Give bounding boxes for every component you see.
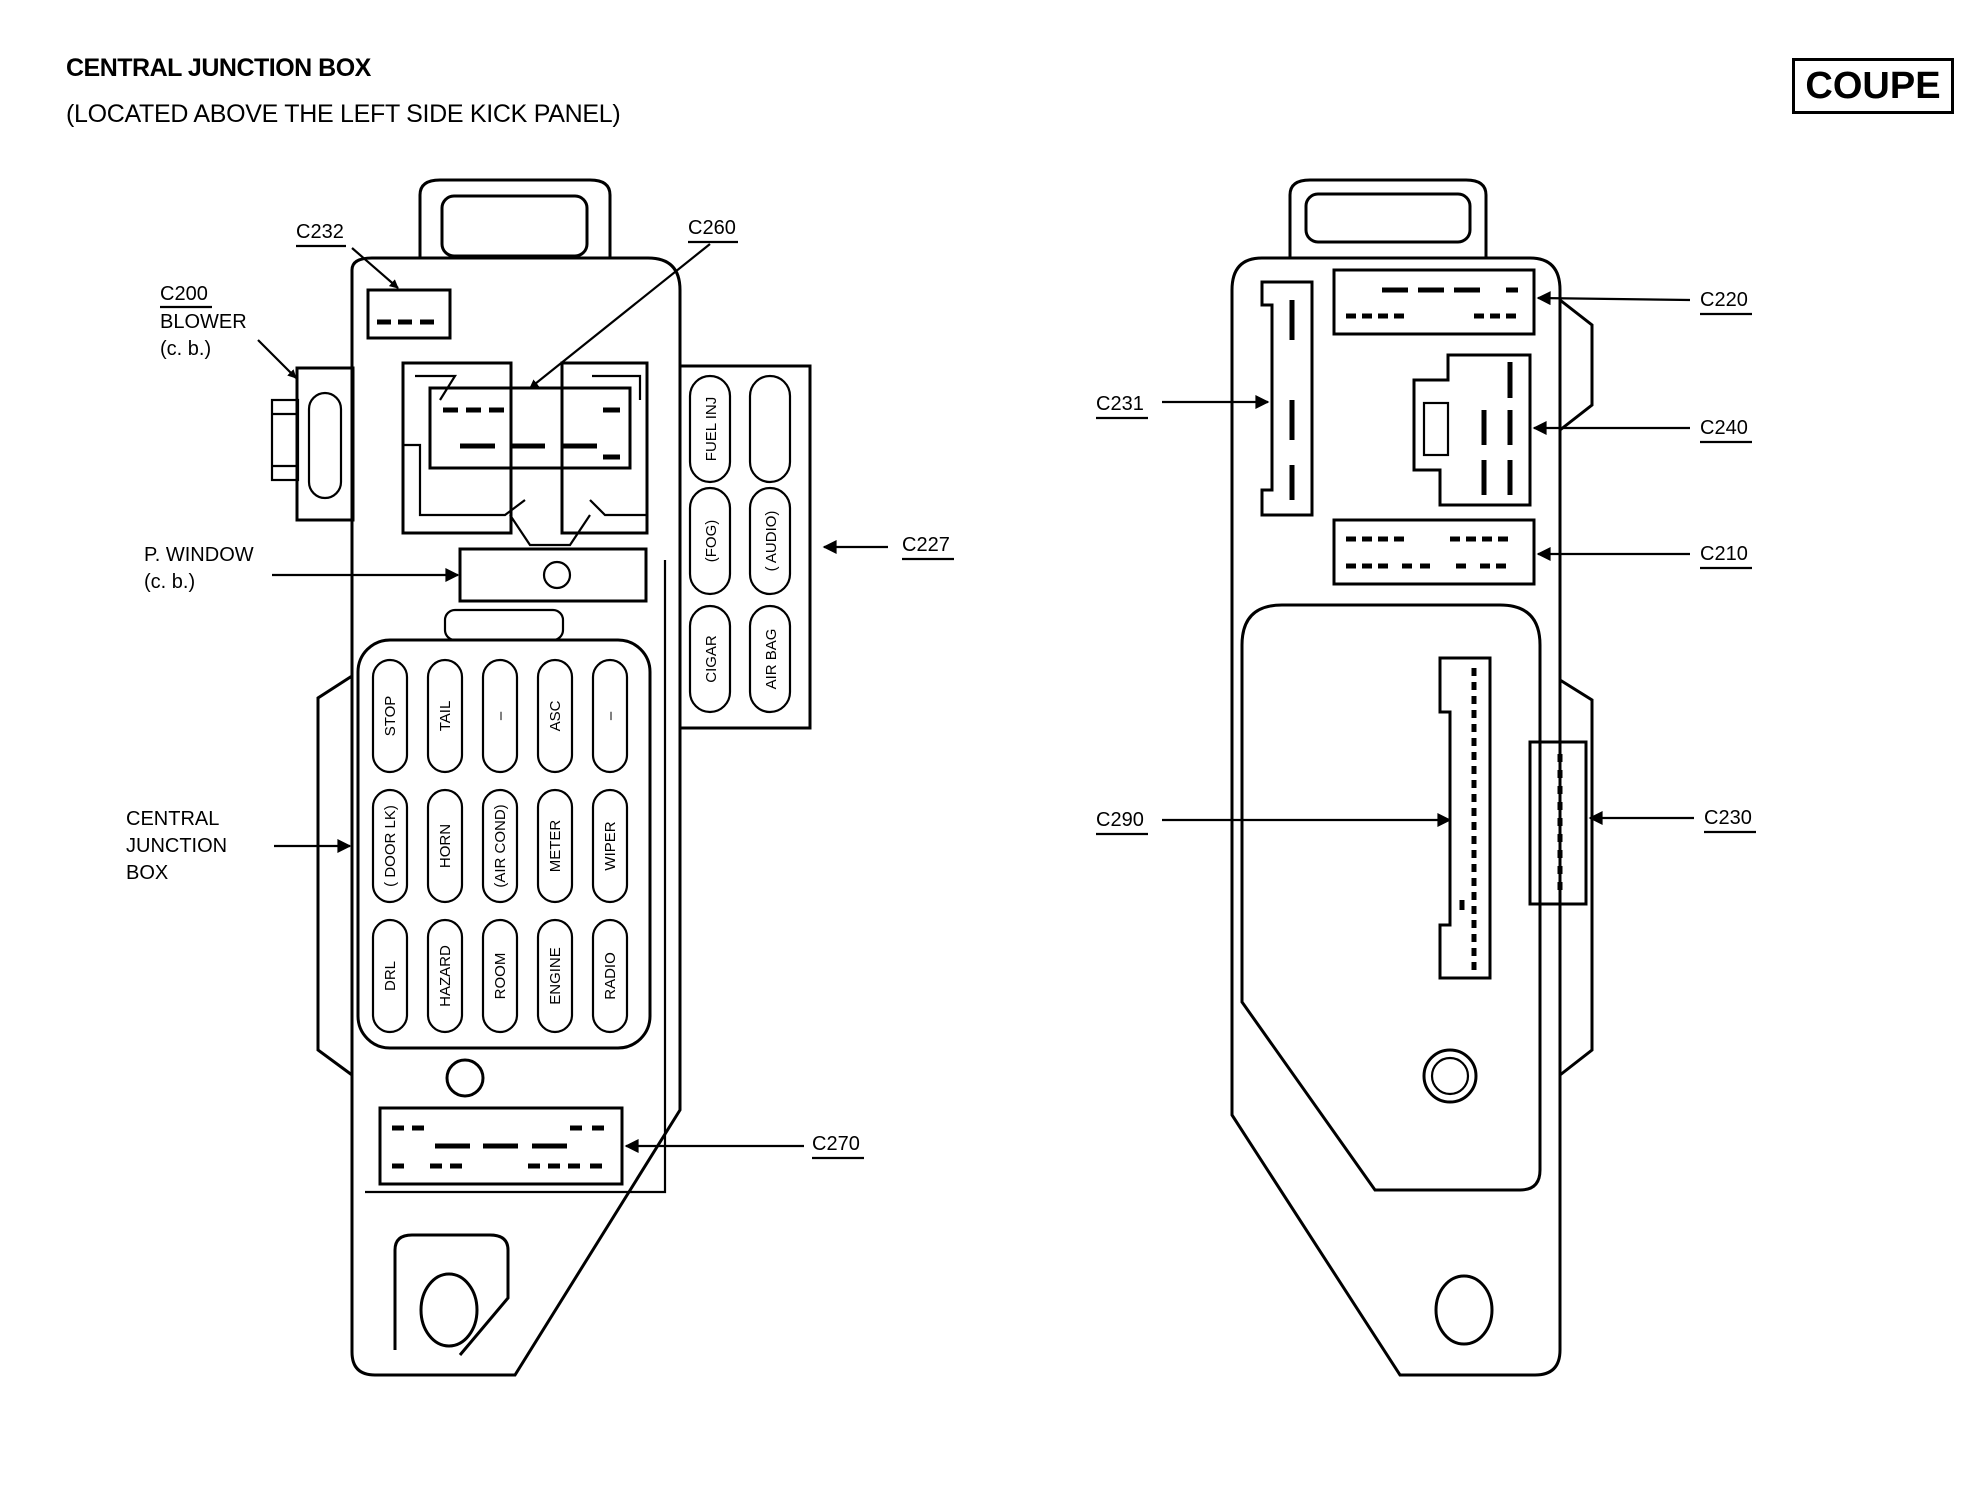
c231-connector [1260,280,1314,517]
svg-text:ASC: ASC [547,700,564,731]
svg-text:TAIL: TAIL [437,701,454,732]
rear-top-tab [1288,178,1488,258]
rear-main-body [1230,256,1562,1377]
svg-text:( DOOR LK): ( DOOR LK) [382,805,399,887]
main-fuse-block [356,638,652,1050]
c230-connector [1528,740,1588,906]
side-fuse-4: ( AUDIO) [763,511,780,572]
svg-text:RADIO: RADIO [602,952,619,1000]
page-title: CENTRAL JUNCTION BOX [66,54,371,82]
c290-pins [1459,668,1477,970]
pwindow-breaker [458,547,648,603]
svg-text:(AIR COND): (AIR COND) [492,804,509,887]
svg-text:ROOM: ROOM [492,953,509,1000]
label-pwindow-cb: (c. b.) [144,571,195,593]
front-view: FUEL INJ (FOG) ( AUDIO) CIGAR AIR BAG ST… [126,178,954,1377]
side-fuse-5: CIGAR [703,635,720,683]
front-bottom-mount [393,1233,510,1356]
rear-right-bracket [1559,298,1594,432]
svg-text:ENGINE: ENGINE [547,947,564,1005]
fuse-row-3: DRL HAZARD ROOM ENGINE RADIO [371,918,629,1034]
front-inner-outline [365,560,667,1194]
label-c231: C231 [1096,393,1144,415]
label-blower: BLOWER [160,311,247,333]
front-top-tab [418,178,612,258]
front-bottom-hole [419,1272,479,1348]
front-main-body [350,256,682,1377]
c240-connector [1412,353,1532,507]
label-cjb-2: JUNCTION [126,835,227,857]
svg-text:–: – [492,711,509,720]
front-left-bracket [316,674,353,1077]
coupe-badge: COUPE [1792,58,1954,114]
front-top-tab-slot [440,194,589,258]
rear-bottom-hole [1434,1274,1494,1346]
label-c240: C240 [1700,417,1748,439]
side-fuse-3: (FOG) [703,520,720,563]
blower-connector-tab [270,398,300,482]
svg-text:HAZARD: HAZARD [437,945,454,1007]
rear-lower-panel [1240,603,1542,1192]
svg-text:HORN: HORN [437,824,454,868]
label-c210: C210 [1700,543,1748,565]
fuse-row-1: STOP TAIL – ASC – [371,658,629,774]
label-c232: C232 [296,221,344,243]
label-c200: C200 [160,283,208,305]
svg-text:DRL: DRL [382,961,399,991]
c270-connector [378,1106,624,1186]
label-c290: C290 [1096,809,1144,831]
c290-connector [1438,656,1492,980]
front-mount-hole [445,1058,485,1098]
label-c270: C270 [812,1133,860,1155]
rear-right-bracket-lower [1559,678,1594,1077]
c227-fuse-panel [678,364,812,730]
c220-connector [1332,268,1536,336]
label-c200-cb: (c. b.) [160,338,211,360]
rear-top-tab-slot [1304,192,1472,244]
label-pwindow: P. WINDOW [144,544,254,566]
c210-connector [1332,518,1536,586]
label-c260: C260 [688,217,736,239]
svg-text:METER: METER [547,820,564,873]
rear-view: C220 C231 C240 C210 C290 C230 [1096,178,1756,1377]
page-subtitle: (LOCATED ABOVE THE LEFT SIDE KICK PANEL) [66,100,621,128]
side-fuse-6: AIR BAG [763,629,780,690]
blower-connector-slot [307,391,343,500]
label-c220: C220 [1700,289,1748,311]
label-c230: C230 [1704,807,1752,829]
svg-text:–: – [602,711,619,720]
side-fuse-1: FUEL INJ [703,397,720,461]
c260-connector [428,386,632,470]
svg-text:WIPER: WIPER [602,821,619,870]
fuse-row-2: ( DOOR LK) HORN (AIR COND) METER WIPER [371,788,629,904]
c232-connector [366,288,452,340]
label-cjb-1: CENTRAL [126,808,219,830]
rear-mount-hole [1422,1048,1478,1104]
label-cjb-3: BOX [126,862,168,884]
svg-text:STOP: STOP [382,696,399,737]
label-c227: C227 [902,534,950,556]
